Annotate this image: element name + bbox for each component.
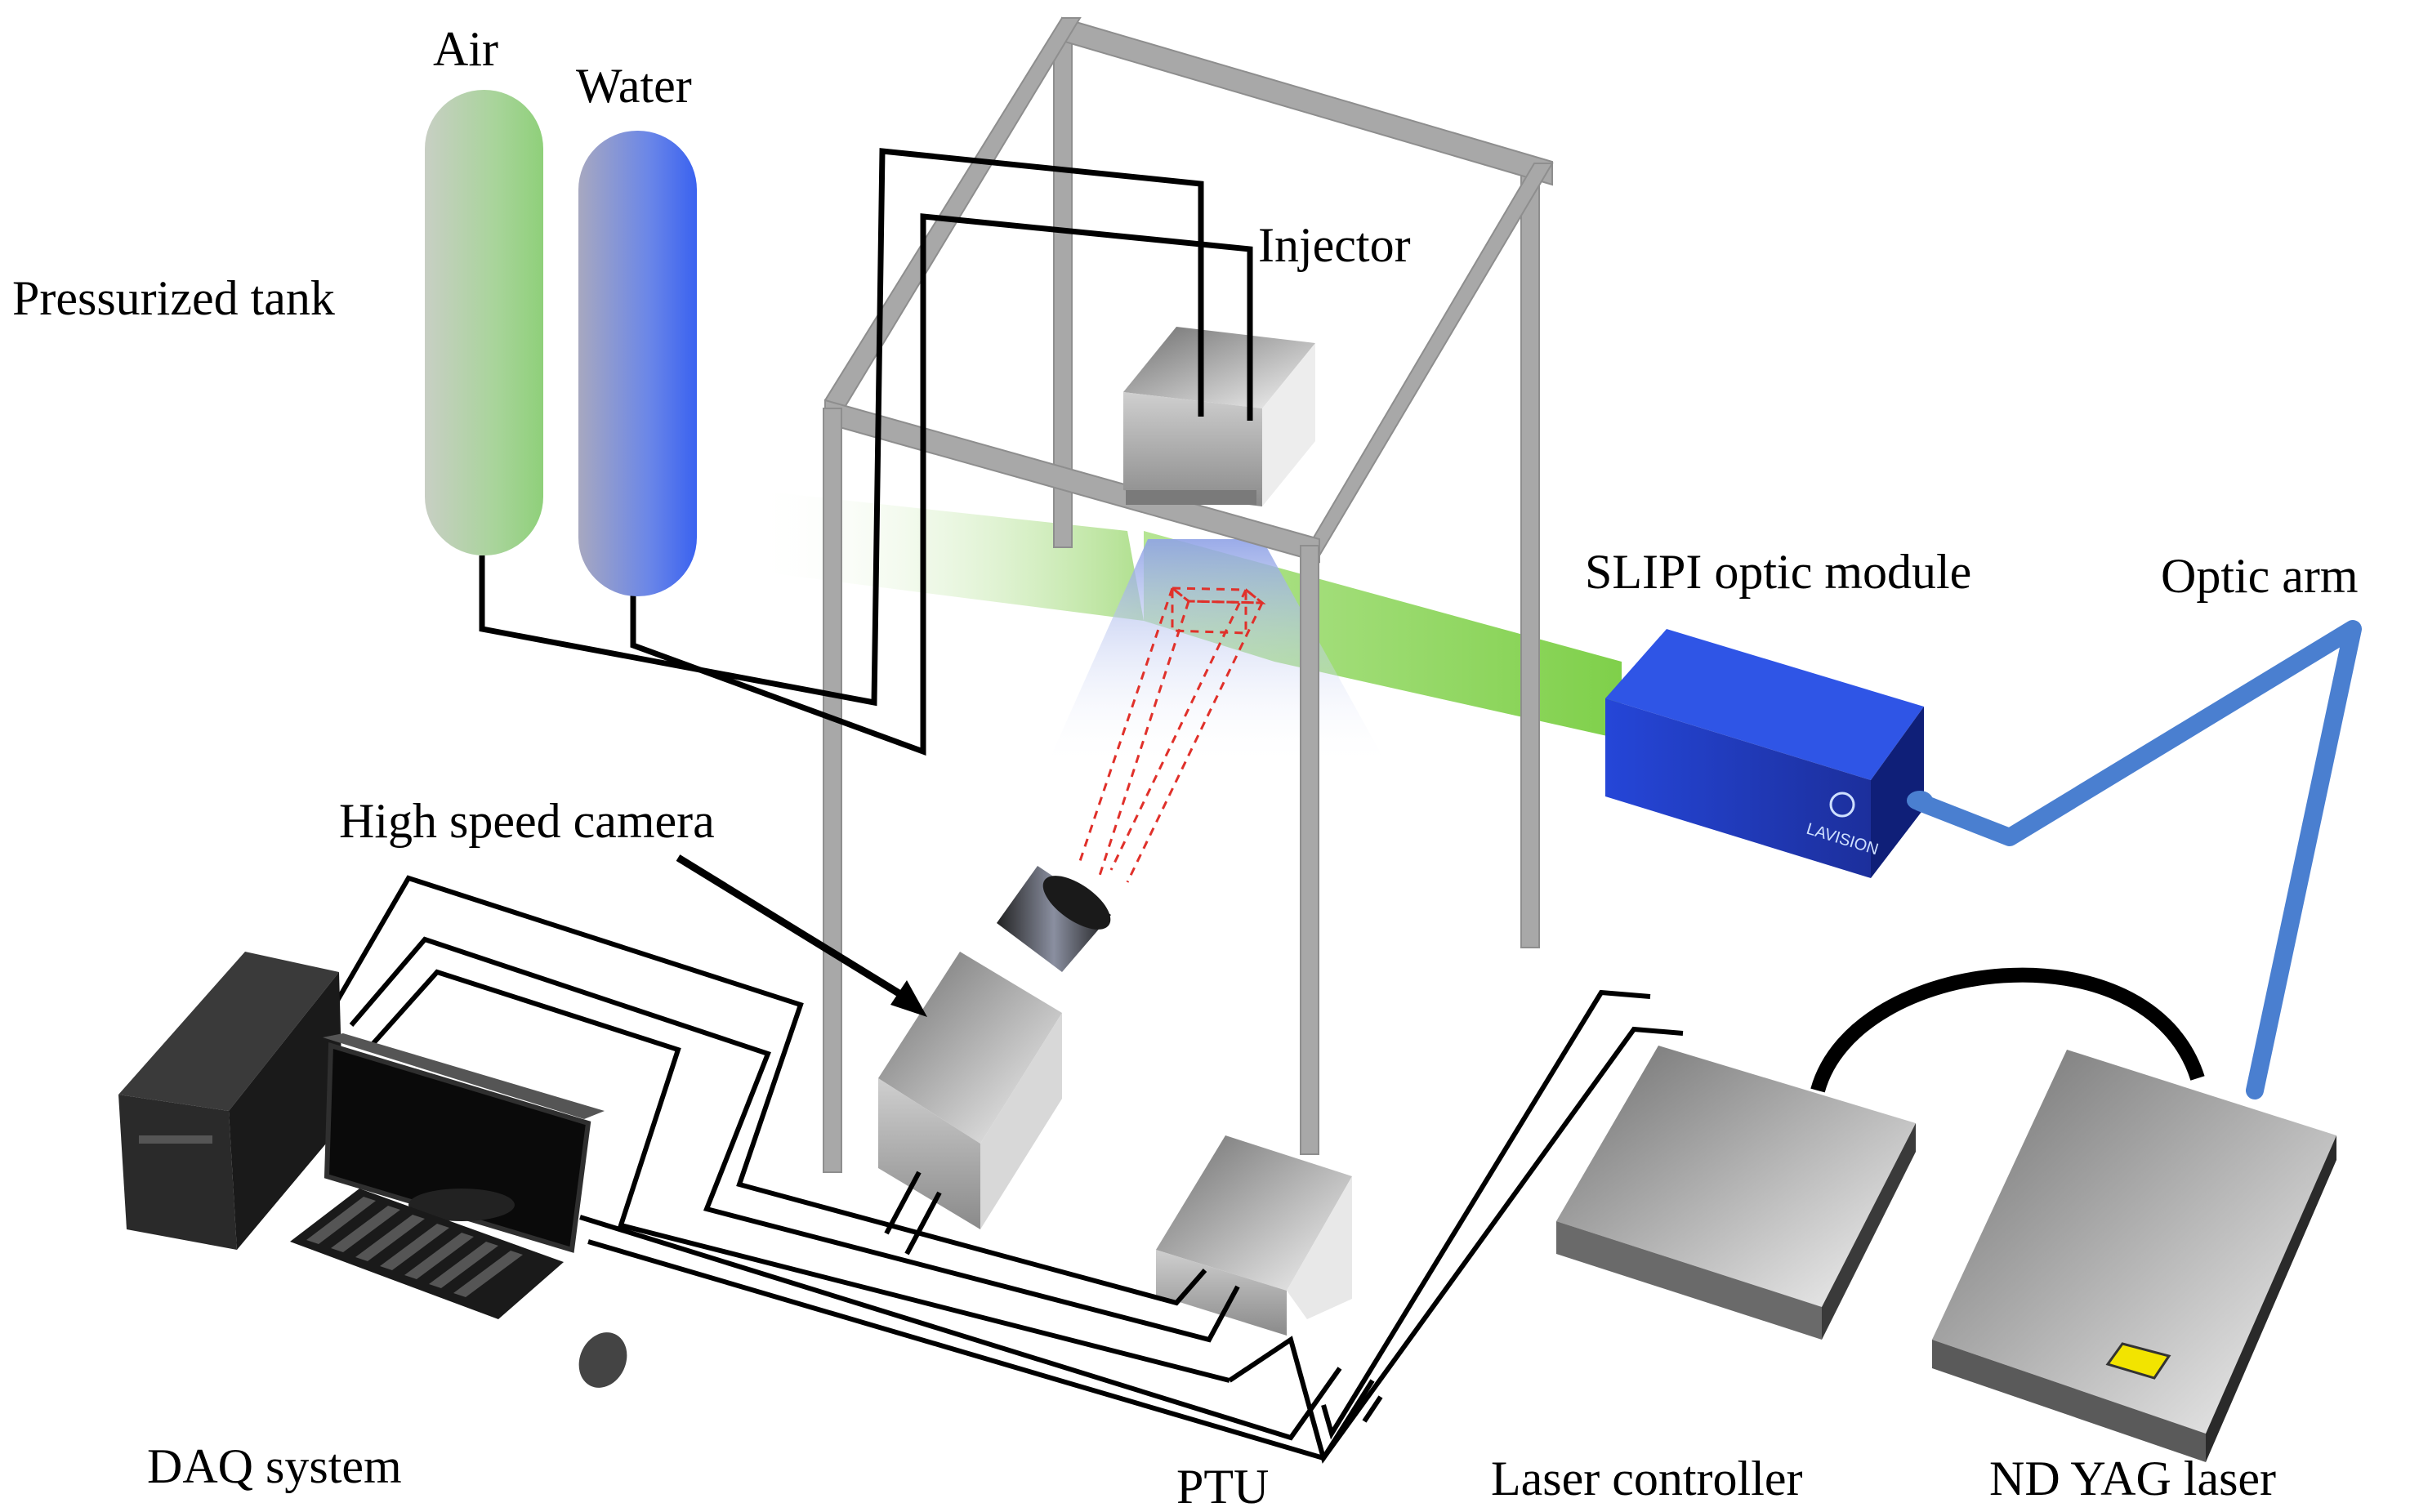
arrow-head-icon [890,980,927,1017]
signal-cables [332,875,1684,1464]
nd-yag-laser [1932,1050,2336,1462]
label-high-speed-camera: High speed camera [339,794,715,848]
label-ptu: PTU [1176,1460,1269,1512]
label-slipi-optic-module: SLIPI optic module [1585,545,1971,599]
label-injector: Injector [1258,218,1411,272]
camera-field-of-view [1077,585,1266,883]
mouse-icon [578,1332,627,1388]
label-laser-controller: Laser controller [1491,1452,1802,1505]
indicator-light-icon [2105,1342,2171,1380]
laser-controller [1556,967,2205,1340]
label-optic-arm: Optic arm [2161,549,2359,603]
label-pressurized-tank: Pressurized tank [12,271,335,325]
high-speed-camera [878,866,1111,1229]
keyboard-icon [290,1189,564,1319]
label-water: Water [576,59,692,113]
slipi-optic-module: LAVISION [1605,629,1933,878]
optic-arm [1911,620,2362,1099]
lavision-logo-icon [1829,792,1855,818]
label-air: Air [433,22,498,76]
water-tank [578,131,697,596]
daq-system [118,952,627,1388]
label-daq-system: DAQ system [147,1439,402,1493]
feed-lines [479,148,1253,756]
camera-pointer-arrow [676,854,913,1004]
label-nd-yag-laser: ND YAG laser [1989,1452,2276,1505]
air-tank [425,90,543,555]
ptu-box [1156,1135,1352,1336]
injector [1123,327,1315,506]
support-frame [823,16,1554,1173]
